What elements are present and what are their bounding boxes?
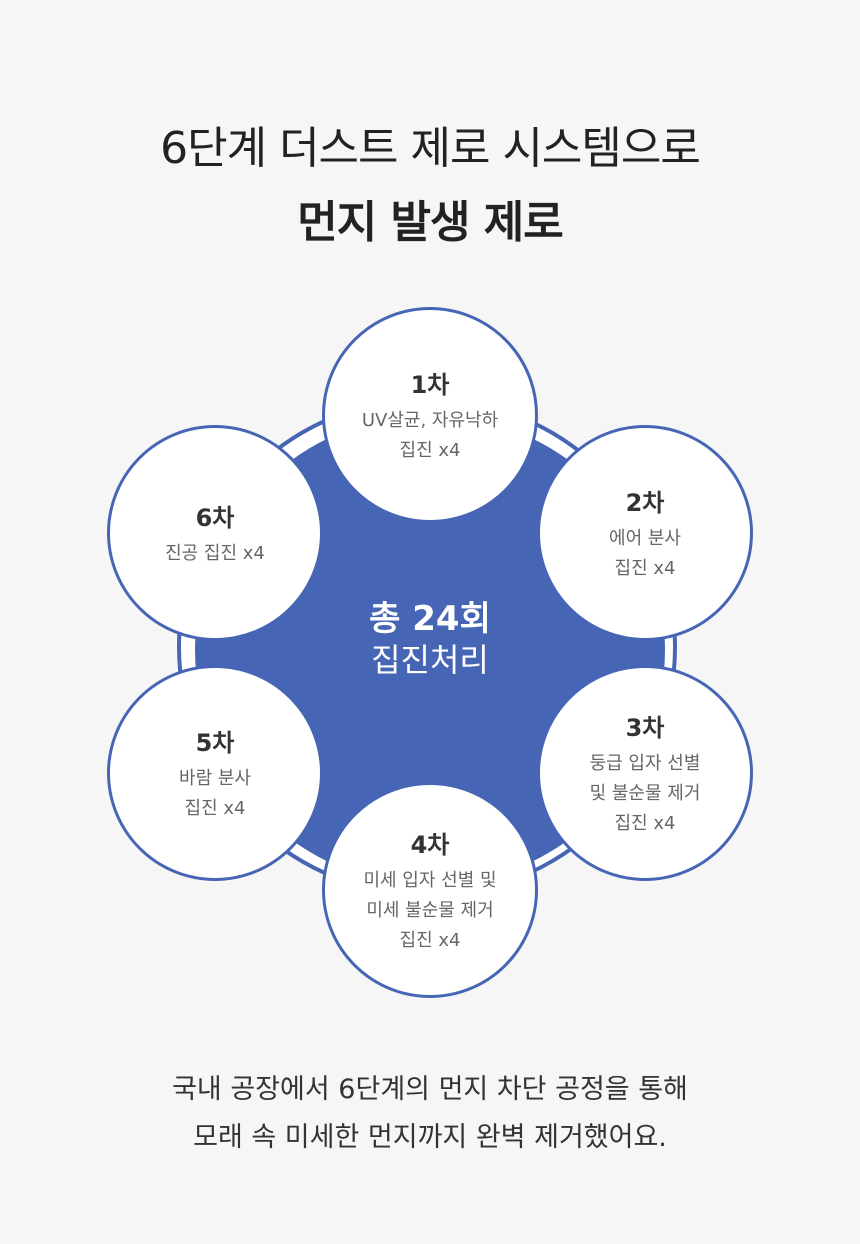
step-desc: UV살균, 자유낙하 집진 x4 [361, 409, 499, 461]
step-desc: 미세 입자 선별 및 미세 불순물 제거 집진 x4 [363, 869, 497, 951]
headline-line2: 먼지 발생 제로 [297, 197, 564, 248]
center-caption: 집진처리 [371, 641, 489, 679]
footer-line1: 국내 공장에서 6단계의 먼지 차단 공정을 통해 [172, 1074, 688, 1105]
step-4: 4차 미세 입자 선별 및 미세 불순물 제거 집진 x4 [322, 782, 538, 998]
step-desc: 둥급 입자 선별 및 불순물 제거 집진 x4 [589, 752, 701, 834]
step-2: 2차 에어 분사 집진 x4 [537, 425, 753, 641]
center-total: 총 24회 [369, 599, 491, 639]
step-5: 5차 바람 분사 집진 x4 [107, 665, 323, 881]
step-label: 2차 [625, 488, 665, 517]
step-6: 6차 진공 집진 x4 [107, 425, 323, 641]
footer-text: 국내 공장에서 6단계의 먼지 차단 공정을 통해 모래 속 미세한 먼지까지 … [0, 1066, 860, 1162]
step-label: 4차 [410, 830, 450, 859]
center-label: 총 24회 집진처리 [280, 598, 580, 680]
step-label: 5차 [195, 728, 235, 757]
step-label: 3차 [625, 713, 665, 742]
step-3: 3차 둥급 입자 선별 및 불순물 제거 집진 x4 [537, 665, 753, 881]
headline-line1: 6단계 더스트 제로 시스템으로 [160, 123, 701, 174]
step-1: 1차 UV살균, 자유낙하 집진 x4 [322, 307, 538, 523]
step-label: 6차 [195, 503, 235, 532]
step-desc: 진공 집진 x4 [165, 542, 265, 564]
footer-line2: 모래 속 미세한 먼지까지 완벽 제거했어요. [193, 1122, 667, 1153]
step-desc: 에어 분사 집진 x4 [609, 527, 681, 579]
step-desc: 바람 분사 집진 x4 [179, 767, 251, 819]
step-label: 1차 [410, 370, 450, 399]
